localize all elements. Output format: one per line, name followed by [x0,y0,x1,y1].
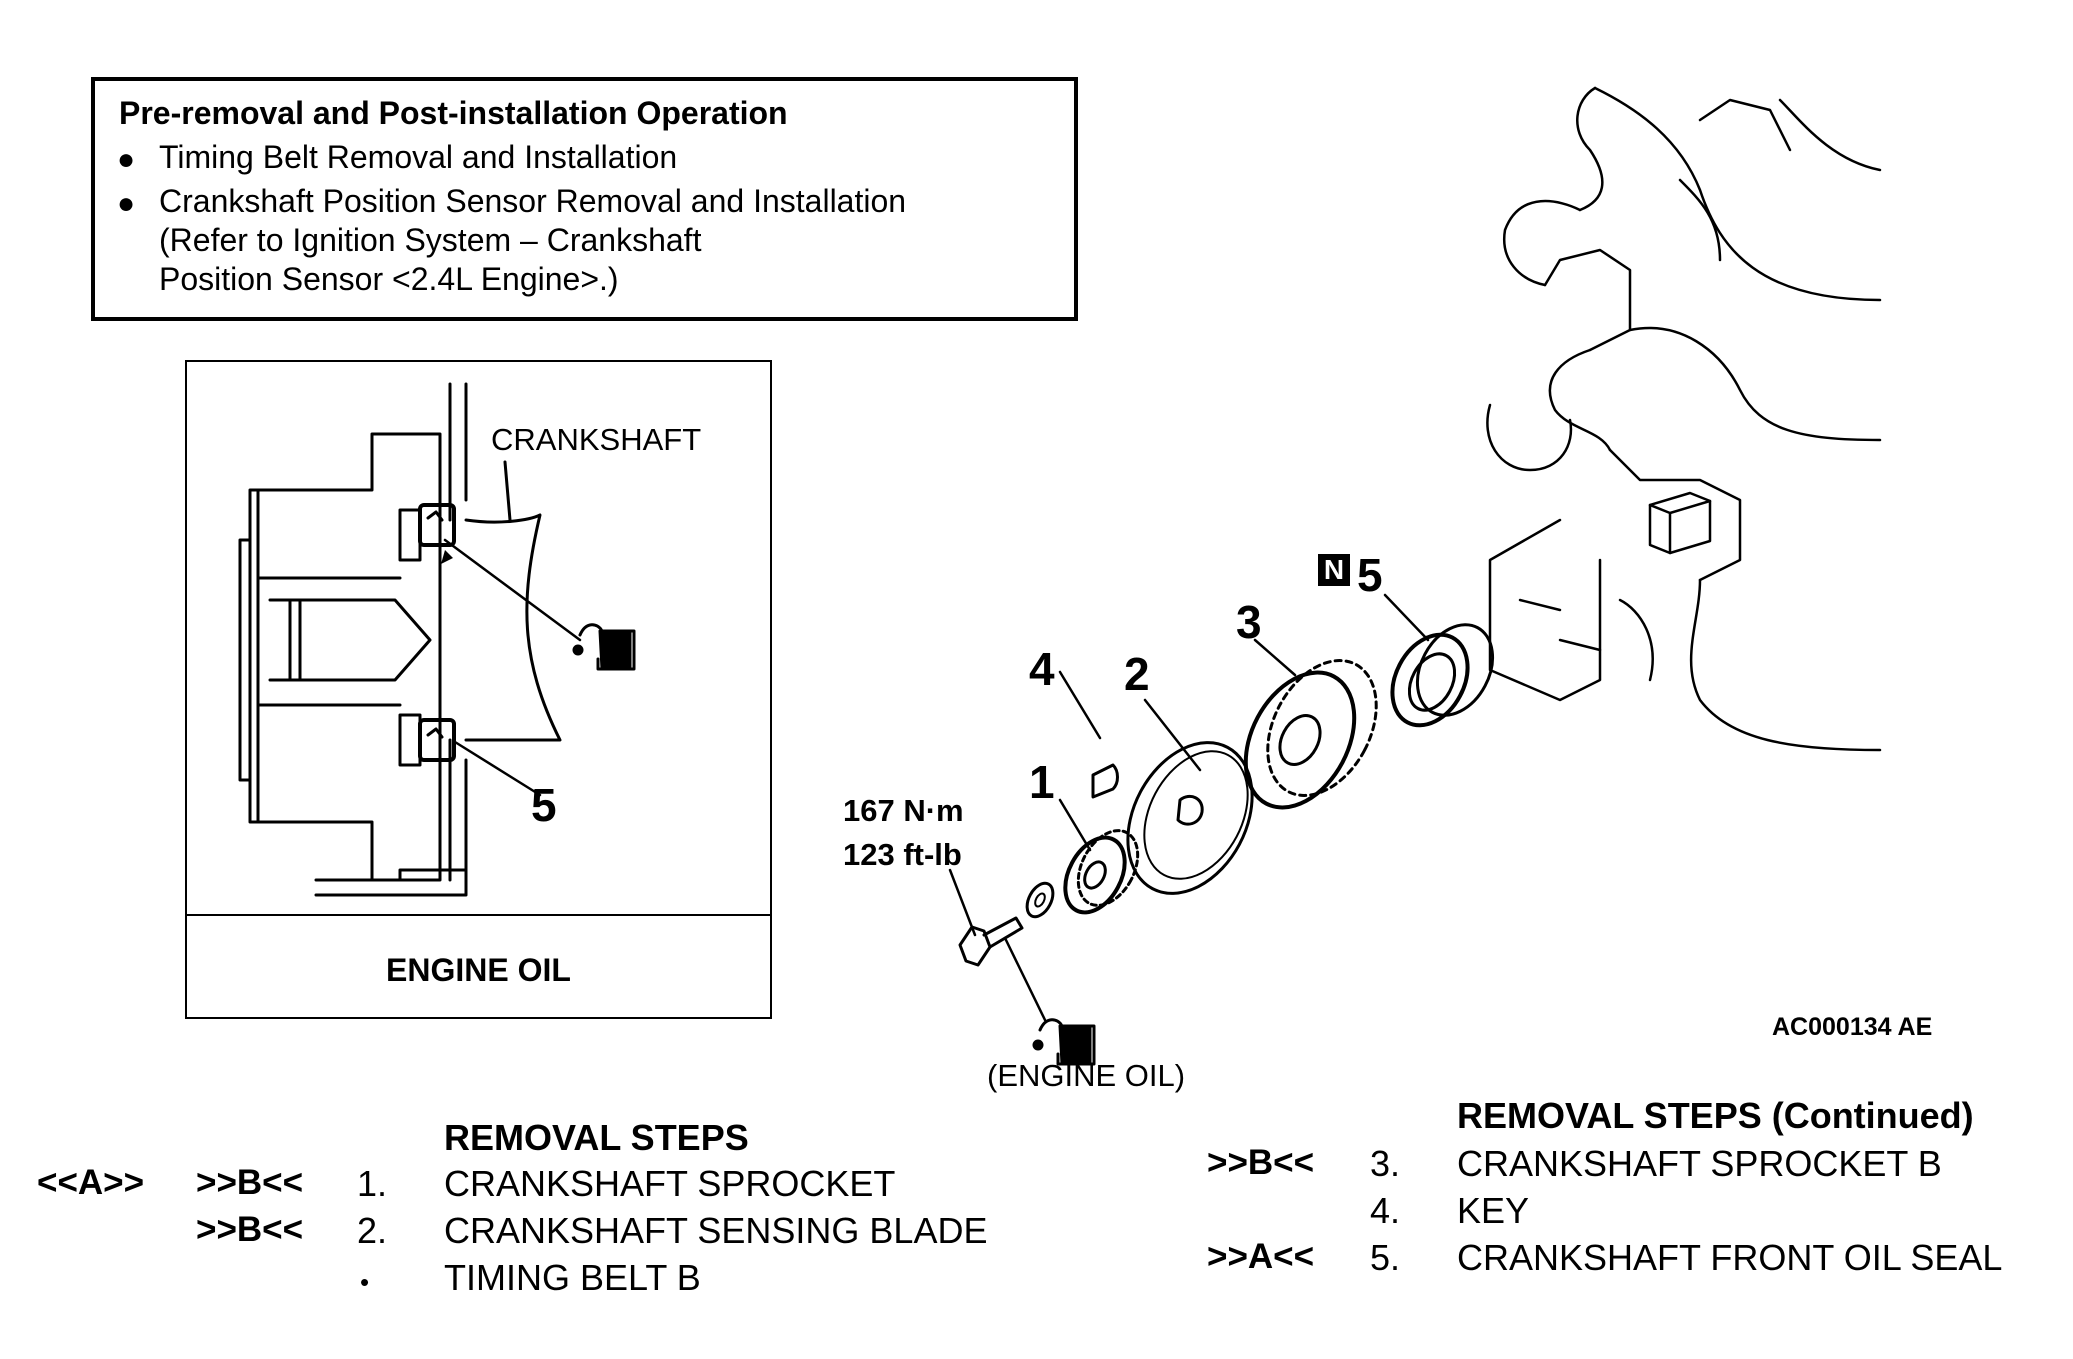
bullet-icon: ● [117,143,136,176]
step-5-install-mark: >>A<< [1207,1237,1315,1276]
pre-removal-title: Pre-removal and Post-installation Operat… [119,95,788,131]
pre-removal-item-2-note-line-1: (Refer to Ignition System – Crankshaft [159,222,702,258]
step-1-install-mark: >>B<< [196,1163,304,1202]
detail-inset: ENGINE OIL [185,360,772,1019]
oil-can-icon [1032,1018,1096,1066]
new-part-mark: N [1323,554,1345,585]
crankshaft-sprocket-b-part [1243,659,1378,810]
step-3-name: CRANKSHAFT SPROCKET B [1457,1143,1942,1184]
callout-3: 3 [1236,596,1262,648]
bolt-part [958,916,1024,967]
pre-removal-box: Pre-removal and Post-installation Operat… [91,77,1078,321]
step-bullet-name: TIMING BELT B [444,1257,701,1298]
step-4-number: 4. [1370,1190,1401,1231]
key-part [1091,763,1119,799]
pre-removal-item-2: Crankshaft Position Sensor Removal and I… [159,183,907,219]
oil-seal-part [1390,623,1495,728]
removal-steps-heading: REMOVAL STEPS [444,1117,749,1158]
torque-ftlb: 123 ft-lb [843,837,962,872]
bullet-icon: ● [117,187,136,220]
step-5-number: 5. [1370,1237,1401,1278]
crankshaft-cross-section [238,382,636,897]
torque-nm: 167 N·m [843,793,964,828]
step-3-install-mark: >>B<< [1207,1143,1315,1182]
figure-code: AC000134 AE [1772,1013,1933,1041]
callout-4: 4 [1029,643,1055,695]
detail-callout-5: 5 [531,779,557,831]
step-1-removal-mark: <<A>> [37,1163,145,1202]
step-1-name: CRANKSHAFT SPROCKET [444,1163,896,1204]
new-part-marker-icon [1318,554,1350,586]
detail-caption: ENGINE OIL [386,952,571,988]
step-4-name: KEY [1457,1190,1530,1231]
removal-steps-continued-heading: REMOVAL STEPS (Continued) [1457,1095,1974,1136]
oil-can-icon [572,623,636,671]
callout-1: 1 [1029,756,1055,808]
washer-part [1025,881,1055,919]
detail-divider [187,914,770,916]
step-5-name: CRANKSHAFT FRONT OIL SEAL [1457,1237,2003,1278]
pre-removal-item-2-note-line-2: Position Sensor <2.4L Engine>.) [159,261,619,297]
step-2-number: 2. [357,1210,388,1251]
sensing-blade-part [1126,741,1254,895]
step-3-number: 3. [1370,1143,1401,1184]
pre-removal-item-1: Timing Belt Removal and Installation [159,139,678,175]
step-2-name: CRANKSHAFT SENSING BLADE [444,1210,988,1251]
engine-oil-note: (ENGINE OIL) [987,1058,1186,1093]
crankshaft-label: CRANKSHAFT [491,422,702,457]
step-bullet: • [360,1267,370,1297]
callout-5: 5 [1357,549,1383,601]
step-2-install-mark: >>B<< [196,1210,304,1249]
crankshaft-sprocket-part [1063,829,1140,915]
engine-block [1486,86,1882,752]
callout-2: 2 [1124,648,1150,700]
step-1-number: 1. [357,1163,388,1204]
